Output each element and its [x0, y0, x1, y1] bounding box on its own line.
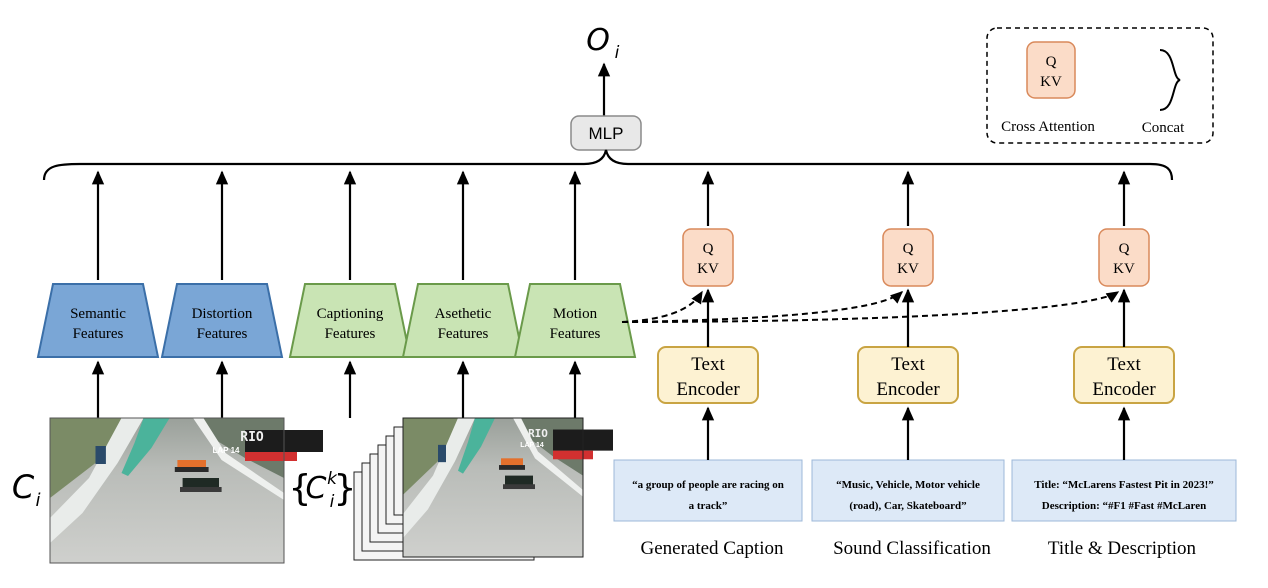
stack-frame-front-border — [402, 417, 584, 558]
clip-frame-art — [50, 418, 323, 563]
legend-attention-box — [1026, 41, 1076, 99]
extractor-label-line2: Features — [550, 326, 601, 342]
text-encoder-line1: Text — [691, 354, 725, 375]
frames-brace-open: { — [289, 468, 312, 509]
clip-overlay-top: RIO — [240, 430, 264, 445]
text-input-line1: “Music, Vehicle, Motor vehicle — [836, 479, 980, 491]
text-input-line1: “a group of people are racing on — [632, 479, 784, 491]
cross-attention-q: Q — [1119, 241, 1130, 257]
cross-attention-q: Q — [903, 241, 914, 257]
text-input-line1: Title: “McLarens Fastest Pit in 2023!” — [1034, 479, 1214, 491]
legend-cross-attention-label: Cross Attention — [1001, 119, 1095, 135]
stack-overlay-lap: LAP 14 — [520, 442, 544, 449]
extractor-label-line2: Features — [438, 326, 489, 342]
text-encoder-line2: Encoder — [676, 379, 740, 400]
extractor-shape — [36, 283, 160, 358]
text-input-box — [811, 459, 1005, 522]
stack-frame-front — [403, 418, 613, 558]
frames-brace-close: } — [334, 468, 357, 509]
extractor-label-line2: Features — [325, 326, 376, 342]
extractor-label-line1: Motion — [553, 306, 598, 322]
extractor-label-line1: Asethetic — [435, 306, 492, 322]
legend-concat-brace-icon — [1159, 49, 1181, 111]
output-subscript: i — [615, 43, 620, 63]
motion-to-attention-links — [621, 290, 1120, 323]
extractor-label-line1: Captioning — [317, 306, 384, 322]
stack-frame-art — [403, 418, 613, 558]
motion-dashed-link-3 — [621, 291, 1120, 323]
clip-overlay-lap: LAP 14 — [213, 446, 241, 455]
clip-subscript: i — [35, 490, 40, 511]
cross-attention-box — [1098, 228, 1150, 287]
mlp-label: MLP — [589, 124, 624, 143]
text-input-line2: Description: “#F1 #Fast #McLaren — [1042, 500, 1206, 512]
legend: Q KV Cross Attention Concat — [986, 27, 1214, 144]
text-encoder-line2: Encoder — [876, 379, 940, 400]
extractor-label-line1: Semantic — [70, 306, 126, 322]
text-branch-caption: Sound Classification — [833, 538, 991, 559]
extractor-label-line2: Features — [197, 326, 248, 342]
frames-subscript: i — [330, 492, 335, 512]
legend-border — [986, 27, 1214, 144]
output-symbol: O — [586, 23, 610, 58]
clip-symbol: C — [12, 468, 35, 506]
clip-frame-border — [49, 417, 285, 564]
cross-attention-box — [682, 228, 734, 287]
text-input-box — [1011, 459, 1237, 522]
text-branch-caption: Title & Description — [1048, 538, 1197, 559]
cross-attention-kv: KV — [1113, 261, 1135, 277]
cross-attention-q: Q — [703, 241, 714, 257]
frames-superscript: k — [327, 469, 338, 489]
clip-frame-image — [50, 418, 323, 563]
text-input-line2: a track” — [689, 500, 728, 512]
text-branch-caption: Generated Caption — [641, 538, 784, 559]
frames-symbol: C — [306, 471, 327, 506]
stack-overlay-top: RIO — [528, 427, 548, 440]
extractor-label-line2: Features — [73, 326, 124, 342]
extractor-shape — [160, 283, 284, 358]
cross-attention-kv: KV — [697, 261, 719, 277]
frame-stack: RIO LAP 14 — [353, 417, 613, 561]
cross-attention-box — [882, 228, 934, 287]
text-input-line2: (road), Car, Skateboard” — [849, 500, 966, 512]
motion-dashed-link-2 — [621, 291, 904, 323]
concat-brace — [42, 149, 1174, 181]
extractor-label-line1: Distortion — [192, 306, 253, 322]
text-encoder-line2: Encoder — [1092, 379, 1156, 400]
legend-kv-label: KV — [1040, 74, 1062, 90]
motion-dashed-link-1 — [621, 290, 703, 323]
cross-attention-kv: KV — [897, 261, 919, 277]
mlp-block: MLP — [570, 115, 642, 151]
legend-q-label: Q — [1046, 54, 1057, 70]
text-encoder-line1: Text — [891, 354, 925, 375]
text-input-box — [613, 459, 803, 522]
extractor-shape — [513, 283, 637, 358]
legend-concat-label: Concat — [1142, 120, 1185, 136]
text-encoder-line1: Text — [1107, 354, 1141, 375]
